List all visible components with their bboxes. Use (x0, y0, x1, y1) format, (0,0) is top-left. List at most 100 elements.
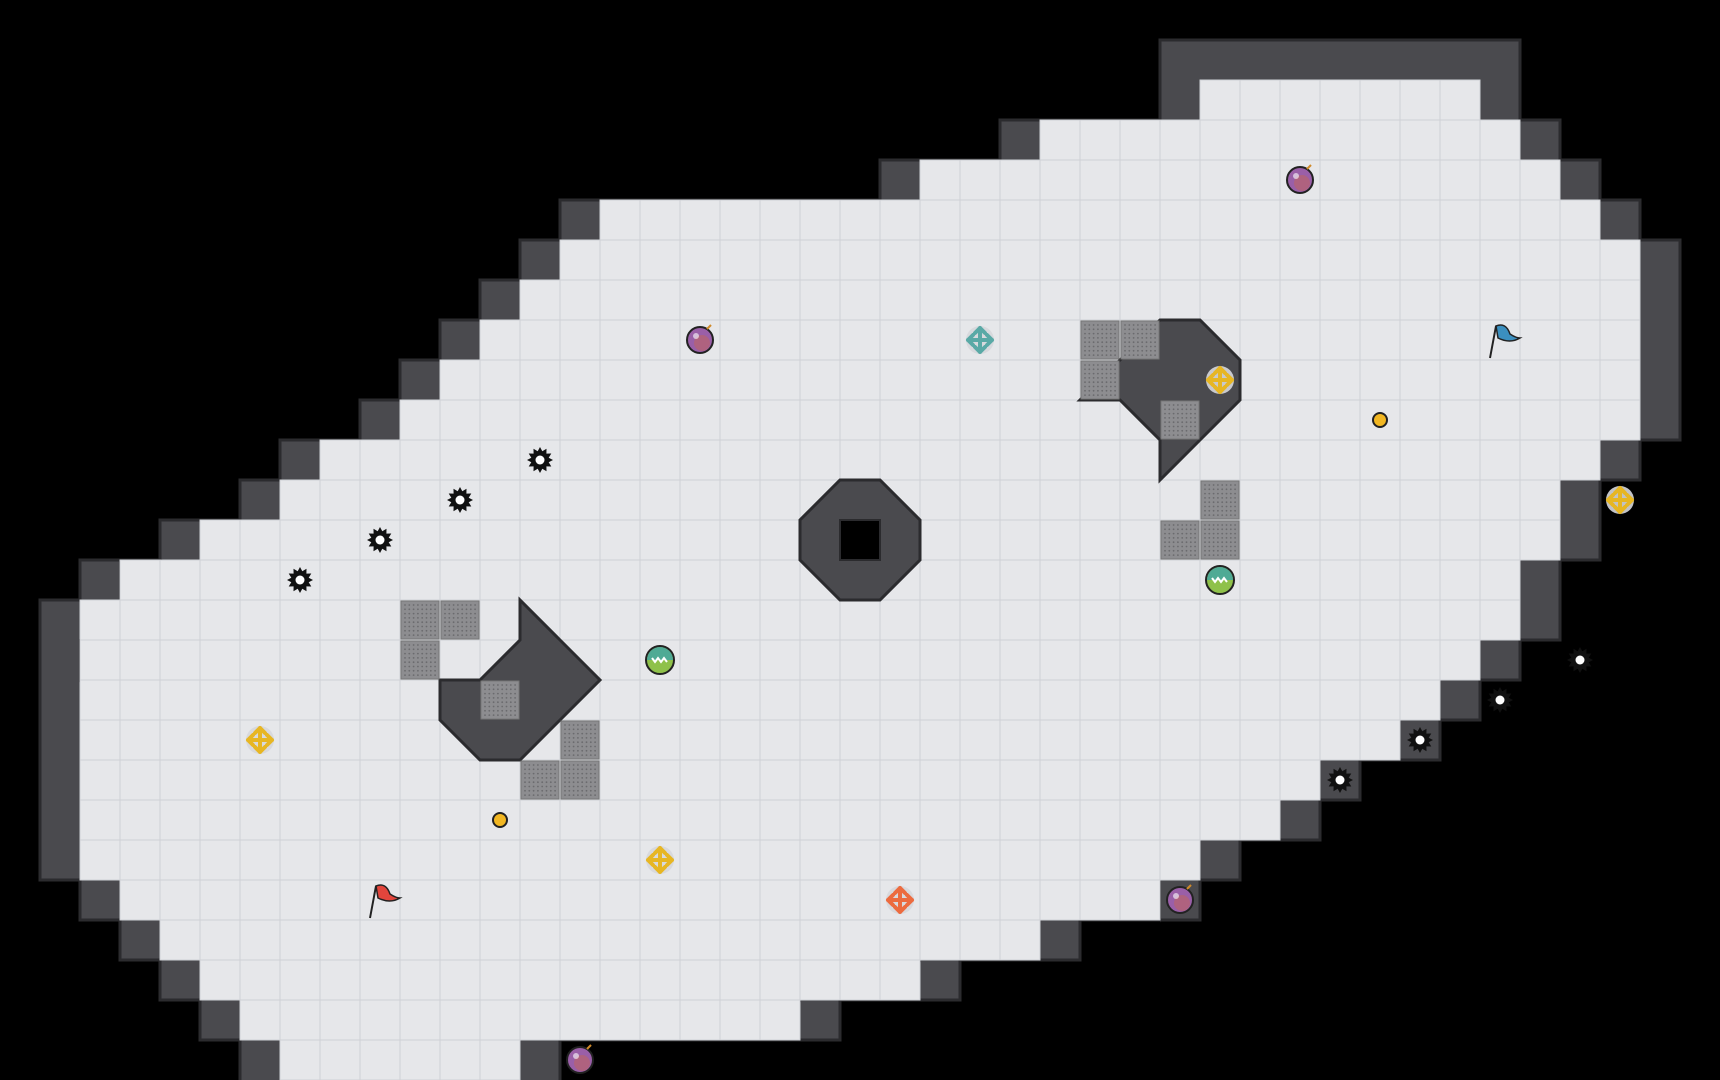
gate-tile-dot (1105, 332, 1108, 335)
floor-tile (119, 719, 161, 761)
speed-pad[interactable] (886, 886, 914, 914)
floor-tile (239, 639, 281, 681)
gate-tile-dot (484, 684, 486, 686)
flag-blue[interactable] (1489, 324, 1523, 359)
boost-orb[interactable] (492, 812, 508, 828)
spike[interactable] (527, 447, 553, 473)
floor-tile (479, 319, 521, 361)
floor-tile (639, 719, 681, 761)
gate-tile-dot (1141, 349, 1144, 352)
gate-tile-dot (429, 657, 432, 659)
gate-tile-dot (1132, 349, 1135, 352)
floor-tile (999, 399, 1041, 441)
floor-tile (1519, 199, 1561, 241)
gate-tile-dot (444, 625, 446, 628)
bomb[interactable] (1166, 884, 1194, 914)
boost-orb[interactable] (1372, 412, 1388, 428)
gate-tile-dot (572, 737, 575, 739)
floor-tile (1279, 479, 1321, 521)
speed-pad[interactable] (1206, 366, 1234, 394)
gate-tile-dot (1185, 408, 1188, 411)
flag-red[interactable] (369, 884, 403, 919)
gate-tile-dot (577, 745, 579, 748)
gate-tile-dot (1088, 341, 1091, 344)
gate-tile-dot (509, 697, 512, 699)
floor-tile (1399, 319, 1441, 361)
gate-tile-dot (1097, 372, 1099, 375)
floor-tile (519, 799, 561, 841)
floor-tile (799, 399, 841, 441)
gate-tile-dot (1208, 488, 1211, 491)
gate-tile-dot (1225, 524, 1228, 526)
bomb[interactable] (686, 324, 714, 354)
gate-tile-dot (1105, 368, 1108, 371)
floor-tile (719, 439, 761, 481)
powerup[interactable] (1205, 565, 1235, 595)
floor-tile (1319, 319, 1361, 361)
spike[interactable] (1567, 647, 1593, 673)
gate-tile-dot (594, 768, 596, 771)
floor-tile (1279, 239, 1321, 281)
gate-tile-dot (1101, 337, 1104, 339)
floor-tile (1119, 279, 1161, 321)
floor-tile (759, 799, 801, 841)
gate-tile-dot (1185, 429, 1188, 432)
speed-pad[interactable] (966, 326, 994, 354)
spike[interactable] (1327, 767, 1353, 793)
spike[interactable] (367, 527, 393, 553)
spike[interactable] (287, 567, 313, 593)
gate-tile-dot (1221, 554, 1224, 556)
speed-pad[interactable] (1606, 486, 1634, 514)
floor-tile (839, 839, 881, 881)
floor-tile (1279, 279, 1321, 321)
gate-tile-dot (1097, 337, 1099, 339)
gate-tile-dot (457, 612, 459, 615)
gate-tile-dot (412, 608, 415, 611)
gate-tile-dot (1084, 368, 1086, 371)
gate-tile-dot (448, 625, 451, 628)
gate-tile-dot (408, 652, 411, 655)
gate-tile-dot (564, 724, 566, 726)
gate-tile-dot (514, 684, 516, 686)
floor-tile (399, 879, 441, 921)
spike-center (1575, 655, 1585, 665)
gate-tile-dot (524, 781, 526, 784)
bomb[interactable] (566, 1044, 594, 1074)
floor-tile (1239, 679, 1281, 721)
gate-tile-dot (1084, 337, 1086, 339)
floor-tile (399, 1039, 441, 1080)
gate-tile-dot (1212, 537, 1215, 539)
floor-tile (1039, 279, 1081, 321)
floor-tile (279, 1039, 321, 1080)
bomb[interactable] (1286, 164, 1314, 194)
spike[interactable] (1487, 687, 1513, 713)
floor-tile (839, 199, 881, 241)
spike[interactable] (447, 487, 473, 513)
floor-tile (1039, 559, 1081, 601)
gate-tile-dot (425, 629, 428, 632)
gate-tile-dot (549, 789, 552, 792)
gate-tile-dot (585, 728, 588, 731)
gate-tile-dot (1088, 372, 1091, 375)
floor-tile (1119, 439, 1161, 481)
gate-tile-dot (564, 745, 566, 748)
gate-tile-dot (1164, 541, 1166, 544)
floor-tile (1039, 759, 1081, 801)
gate-tile-dot (474, 608, 476, 611)
speed-pad[interactable] (646, 846, 674, 874)
floor-tile (319, 1039, 361, 1080)
spike[interactable] (1407, 727, 1433, 753)
floor-tile (919, 679, 961, 721)
gate-tile-dot (1128, 332, 1131, 335)
floor-tile (599, 519, 641, 561)
gate-tile-dot (1109, 324, 1112, 326)
powerup[interactable] (645, 645, 675, 675)
speed-pad[interactable] (246, 726, 274, 754)
gate-tile-dot (1101, 389, 1104, 392)
gate-tile-dot (1212, 497, 1215, 499)
gate-tile-dot (1141, 332, 1144, 335)
floor-tile (1279, 399, 1321, 441)
floor-tile (879, 439, 921, 481)
floor-tile (559, 879, 601, 921)
gate-tile-dot (1229, 524, 1232, 526)
